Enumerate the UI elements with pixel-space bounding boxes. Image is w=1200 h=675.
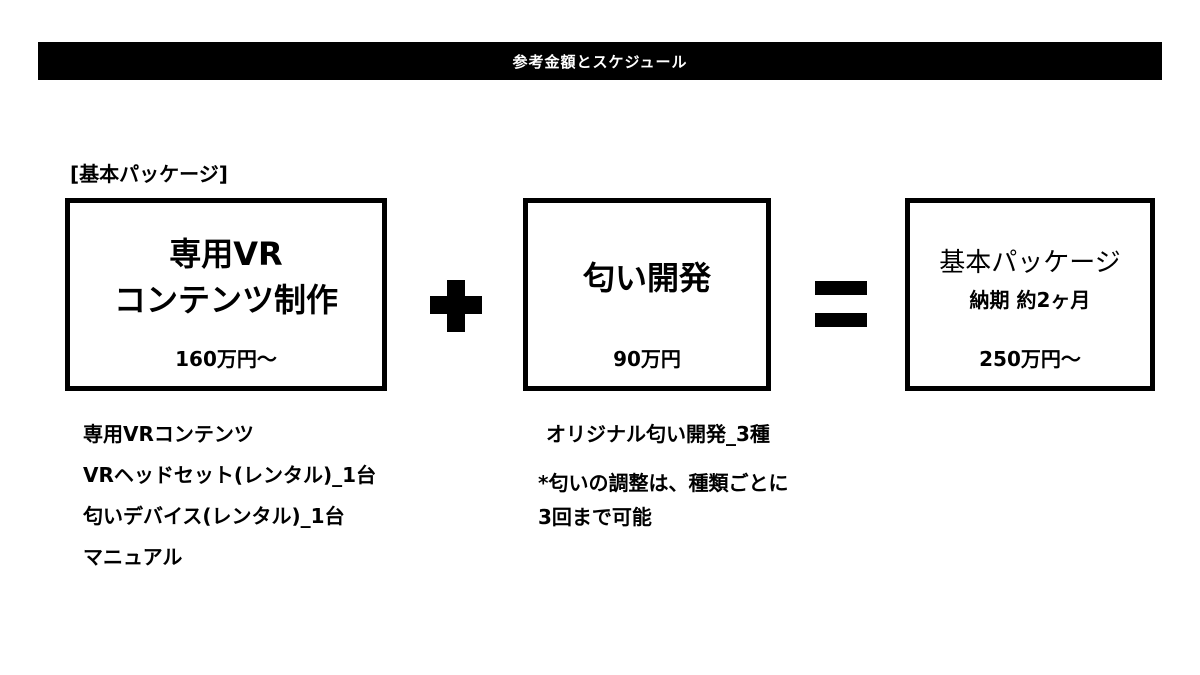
vr-box-title-line2: コンテンツ制作: [113, 281, 338, 319]
vr-box-price: 160万円〜: [175, 347, 277, 371]
list-item: VRヘッドセット(レンタル)_1台: [83, 463, 377, 487]
scent-adjustment-note: *匂いの調整は、種類ごとに 3回まで可能: [538, 466, 788, 534]
list-item: 専用VRコンテンツ: [83, 422, 254, 446]
scent-box-title-text: 匂い開発: [582, 259, 711, 297]
vr-items-list: 専用VRコンテンツ VRヘッドセット(レンタル)_1台 匂いデバイス(レンタル)…: [83, 414, 376, 578]
header-bar: 参考金額とスケジュール: [38, 42, 1162, 80]
package-box-price: 250万円〜: [979, 347, 1081, 371]
list-item: マニュアル: [83, 545, 183, 569]
note-line1: *匂いの調整は、種類ごとに: [538, 471, 789, 495]
package-box-title: 基本パッケージ: [939, 248, 1121, 278]
equals-icon: [815, 281, 867, 329]
scent-items-list: オリジナル匂い開発_3種: [546, 414, 770, 455]
scent-development-box: 匂い開発 90万円: [523, 198, 771, 391]
scent-box-title: 匂い開発: [528, 255, 766, 301]
basic-package-box: 基本パッケージ 納期 約2ヶ月 250万円〜: [905, 198, 1155, 391]
note-line2: 3回まで可能: [538, 505, 652, 529]
scent-box-price: 90万円: [613, 347, 681, 371]
vr-box-title: 専用VR コンテンツ制作: [70, 231, 382, 323]
header-title: 参考金額とスケジュール: [512, 52, 688, 71]
plus-icon: [430, 280, 482, 332]
vr-content-box: 専用VR コンテンツ制作 160万円〜: [65, 198, 387, 391]
section-label: [基本パッケージ]: [70, 162, 228, 186]
vr-box-title-line1: 専用VR: [169, 235, 283, 273]
list-item: 匂いデバイス(レンタル)_1台: [83, 504, 345, 528]
package-box-delivery: 納期 約2ヶ月: [969, 288, 1091, 312]
list-item: オリジナル匂い開発_3種: [546, 422, 770, 446]
